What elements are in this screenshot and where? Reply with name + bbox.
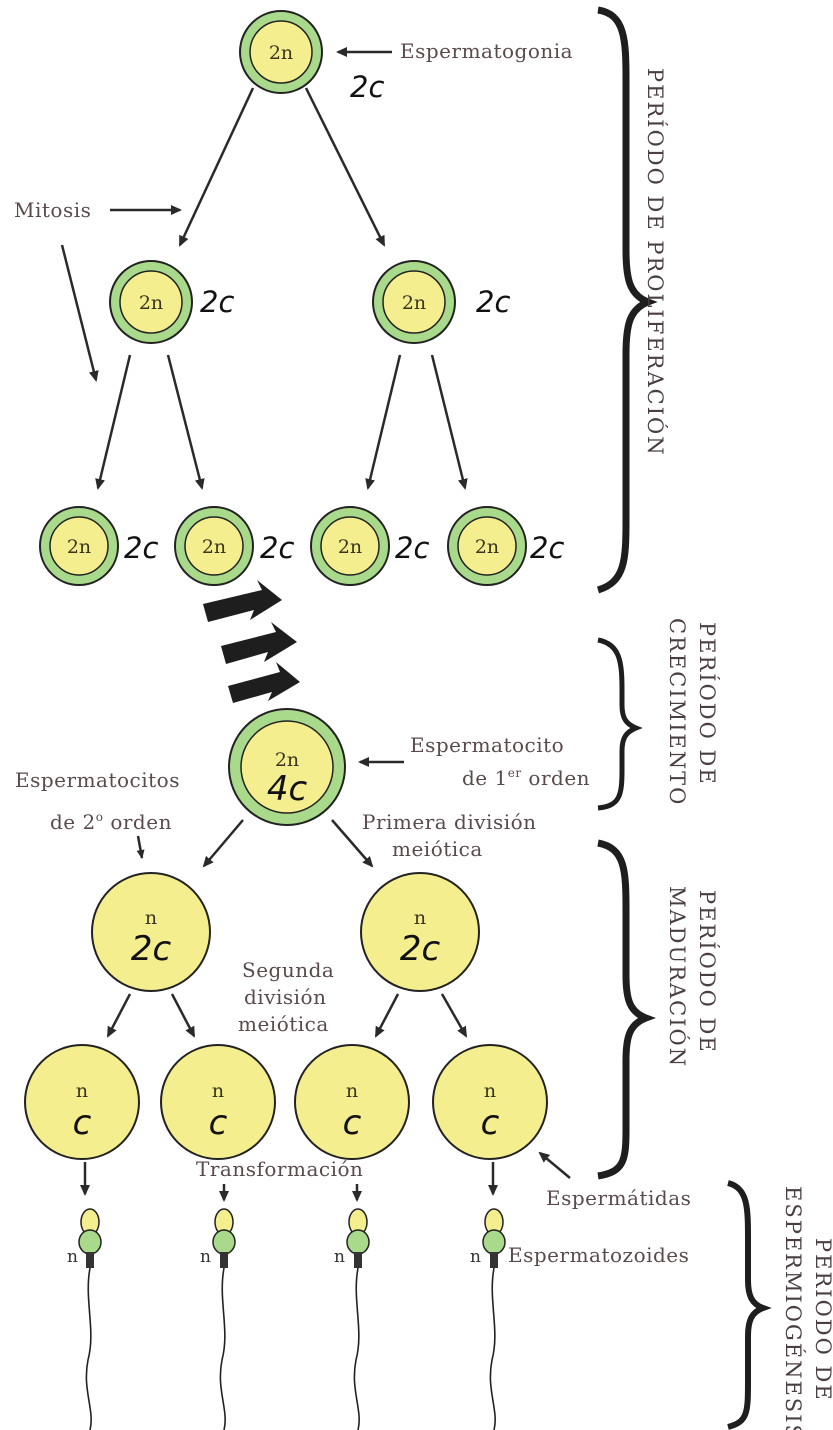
cell-espermatocito-secundario-right: n 2c xyxy=(360,872,480,992)
cell-espermatida-1: n c xyxy=(24,1044,140,1160)
cell-row3-4: 2n xyxy=(447,506,527,586)
ploidy-label: n xyxy=(346,1080,358,1102)
cell-espermatida-2: n c xyxy=(160,1044,276,1160)
ploidy-label: 2n xyxy=(338,536,362,558)
cell-mitosis-left: 2n xyxy=(109,260,193,344)
chromatin-label: 2c xyxy=(350,70,384,104)
ploidy-label: n xyxy=(145,907,157,929)
ploidy-label: 2n xyxy=(402,292,426,314)
mitosis-arrows xyxy=(60,47,468,490)
spermatozoon-2: n xyxy=(200,1208,236,1430)
spermatozoon-1: n xyxy=(67,1208,102,1430)
ploidy-label: 2n xyxy=(275,749,299,771)
spermatozoon-4: n xyxy=(470,1208,506,1430)
chromatin-label: c xyxy=(209,1103,228,1143)
braces xyxy=(596,6,772,1430)
ploidy-label: n xyxy=(414,907,426,929)
period-espermiogenesis-line2: ESPERMIOGÉNESIS xyxy=(781,1186,805,1430)
label-espermatidas: Espermátidas xyxy=(546,1186,691,1210)
label-espermatocitos-2b: de 2o orden xyxy=(50,810,172,834)
period-maduracion-line1: PERÍODO DE xyxy=(695,890,719,1054)
text-de1: de 1 xyxy=(462,766,508,790)
label-primera-a: Primera división xyxy=(362,810,537,834)
label-espermatogonia: Espermatogonia xyxy=(400,39,573,63)
label-segunda-b: división xyxy=(244,985,326,1009)
label-transformacion: Transformación xyxy=(196,1157,363,1181)
cell-mitosis-right: 2n xyxy=(372,260,456,344)
cell-row3-1: 2n xyxy=(39,506,119,586)
label-mitosis: Mitosis xyxy=(14,198,91,222)
chromatin-label: 2c xyxy=(124,531,158,565)
text-de2: de 2 xyxy=(50,810,96,834)
label-espermatocito-1b: de 1er orden xyxy=(462,766,590,790)
transformation-arrows xyxy=(80,1151,571,1202)
text-sup: er xyxy=(508,766,522,780)
chromatin-label: 2c xyxy=(200,285,234,319)
cell-espermatida-3: n c xyxy=(294,1044,410,1160)
label-espermatozoides: Espermatozoides xyxy=(508,1243,689,1267)
ploidy-label: 2n xyxy=(202,536,226,558)
chromatin-label: 2c xyxy=(400,929,441,969)
period-crecimiento-line1: PERÍODO DE xyxy=(695,622,719,786)
period-maduracion-line2: MADURACIÓN xyxy=(665,886,690,1068)
cell-espermatida-4: n c xyxy=(432,1044,548,1160)
ploidy-label: n xyxy=(334,1247,345,1267)
label-segunda-a: Segunda xyxy=(242,958,334,982)
label-primera-b: meiótica xyxy=(392,837,483,861)
text-sup: o xyxy=(96,810,104,824)
cell-row3-2: 2n xyxy=(174,506,254,586)
text-orden: orden xyxy=(522,766,590,790)
cell-espermatocito-primario: 2n 4c xyxy=(228,708,346,826)
ploidy-label: n xyxy=(212,1080,224,1102)
period-espermiogenesis-line1: PERÍODO DE xyxy=(811,1238,833,1402)
chromatin-label: 2c xyxy=(530,531,564,565)
ploidy-label: n xyxy=(484,1080,496,1102)
ploidy-label: 2n xyxy=(475,536,499,558)
meiosis1-arrows xyxy=(136,819,374,868)
chromatin-label: 2c xyxy=(395,531,429,565)
label-segunda-c: meiótica xyxy=(238,1012,329,1036)
ploidy-label: 2n xyxy=(67,536,91,558)
spermatozoon-3: n xyxy=(334,1208,370,1430)
label-espermatocitos-2a: Espermatocitos xyxy=(15,768,180,792)
period-crecimiento-line2: CRECIMIENTO xyxy=(665,618,689,806)
meiosis2-arrows xyxy=(106,993,468,1038)
ploidy-label: n xyxy=(67,1247,78,1267)
chromatin-label: c xyxy=(73,1103,92,1143)
label-espermatocito-1: Espermatocito xyxy=(410,733,564,757)
text-orden: orden xyxy=(103,810,171,834)
ploidy-label: n xyxy=(200,1247,211,1267)
chromatin-label: c xyxy=(481,1103,500,1143)
chromatin-label: 4c xyxy=(267,769,308,809)
cell-espermatogonia: 2n xyxy=(239,10,323,94)
ploidy-label: 2n xyxy=(269,42,293,64)
period-proliferacion: PERÍODO DE PROLIFERACIÓN xyxy=(643,68,668,457)
chromatin-label: 2c xyxy=(260,531,294,565)
chromatin-label: 2c xyxy=(131,929,172,969)
chromatin-label: 2c xyxy=(476,285,510,319)
chromatin-label: c xyxy=(343,1103,362,1143)
ploidy-label: n xyxy=(470,1247,481,1267)
ploidy-label: 2n xyxy=(139,292,163,314)
ploidy-label: n xyxy=(76,1080,88,1102)
cell-row3-3: 2n xyxy=(310,506,390,586)
cell-espermatocito-secundario-left: n 2c xyxy=(91,872,211,992)
growth-arrows xyxy=(203,580,300,703)
